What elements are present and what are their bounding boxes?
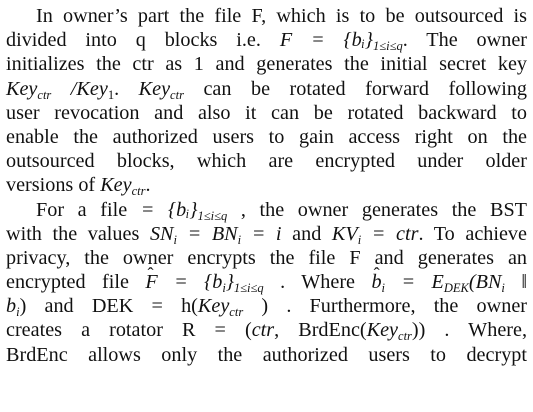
- document-body: In owner’s part the file F, which is to …: [6, 4, 527, 367]
- p1-line-8: versions of Keyctr.: [6, 174, 151, 199]
- paragraph-2: For a file = {bᵢ}1≤i≤q , the owner gener…: [6, 198, 527, 367]
- math-file-set: F = {bᵢ}: [279, 29, 373, 52]
- p1-line-5: user revocation and also it can be rotat…: [6, 101, 527, 124]
- p1-line-6: enable the authorized users to gain acce…: [6, 125, 527, 148]
- p2-line-5: bi) and DEK = h(Keyctr ) . Furthermore, …: [6, 295, 528, 320]
- p2-line-7: BrdEnc allows only the authorized users …: [6, 343, 527, 366]
- paragraph-1: In owner’s part the file F, which is to …: [6, 4, 527, 198]
- p2-line-3: privacy, the owner encrypts the file F a…: [6, 246, 527, 269]
- p1-line-3: initializes the ctr as 1 and generates t…: [6, 53, 527, 76]
- p2-line-2: with the values SNi = BNi = i and KVi = …: [6, 222, 527, 247]
- p1-line-1: In owner’s part the file F, which is to …: [36, 5, 527, 27]
- p1-line-7: outsourced blocks, which are encrypted u…: [6, 150, 527, 173]
- p2-line-6: creates a rotator R = (ctr, BrdEnc(Keyct…: [6, 319, 528, 344]
- p2-line-4: encrypted file F = {bi}1≤i≤q . Where bi …: [6, 262, 527, 295]
- p2-line-1: For a file = {bᵢ}1≤i≤q , the owner gener…: [36, 198, 528, 223]
- p1-line-4: Keyctr /Key1. Keyctr can be rotated forw…: [6, 77, 528, 102]
- p1-line-2: divided into q blocks i.e. F = {bᵢ}1≤i≤q…: [6, 29, 528, 54]
